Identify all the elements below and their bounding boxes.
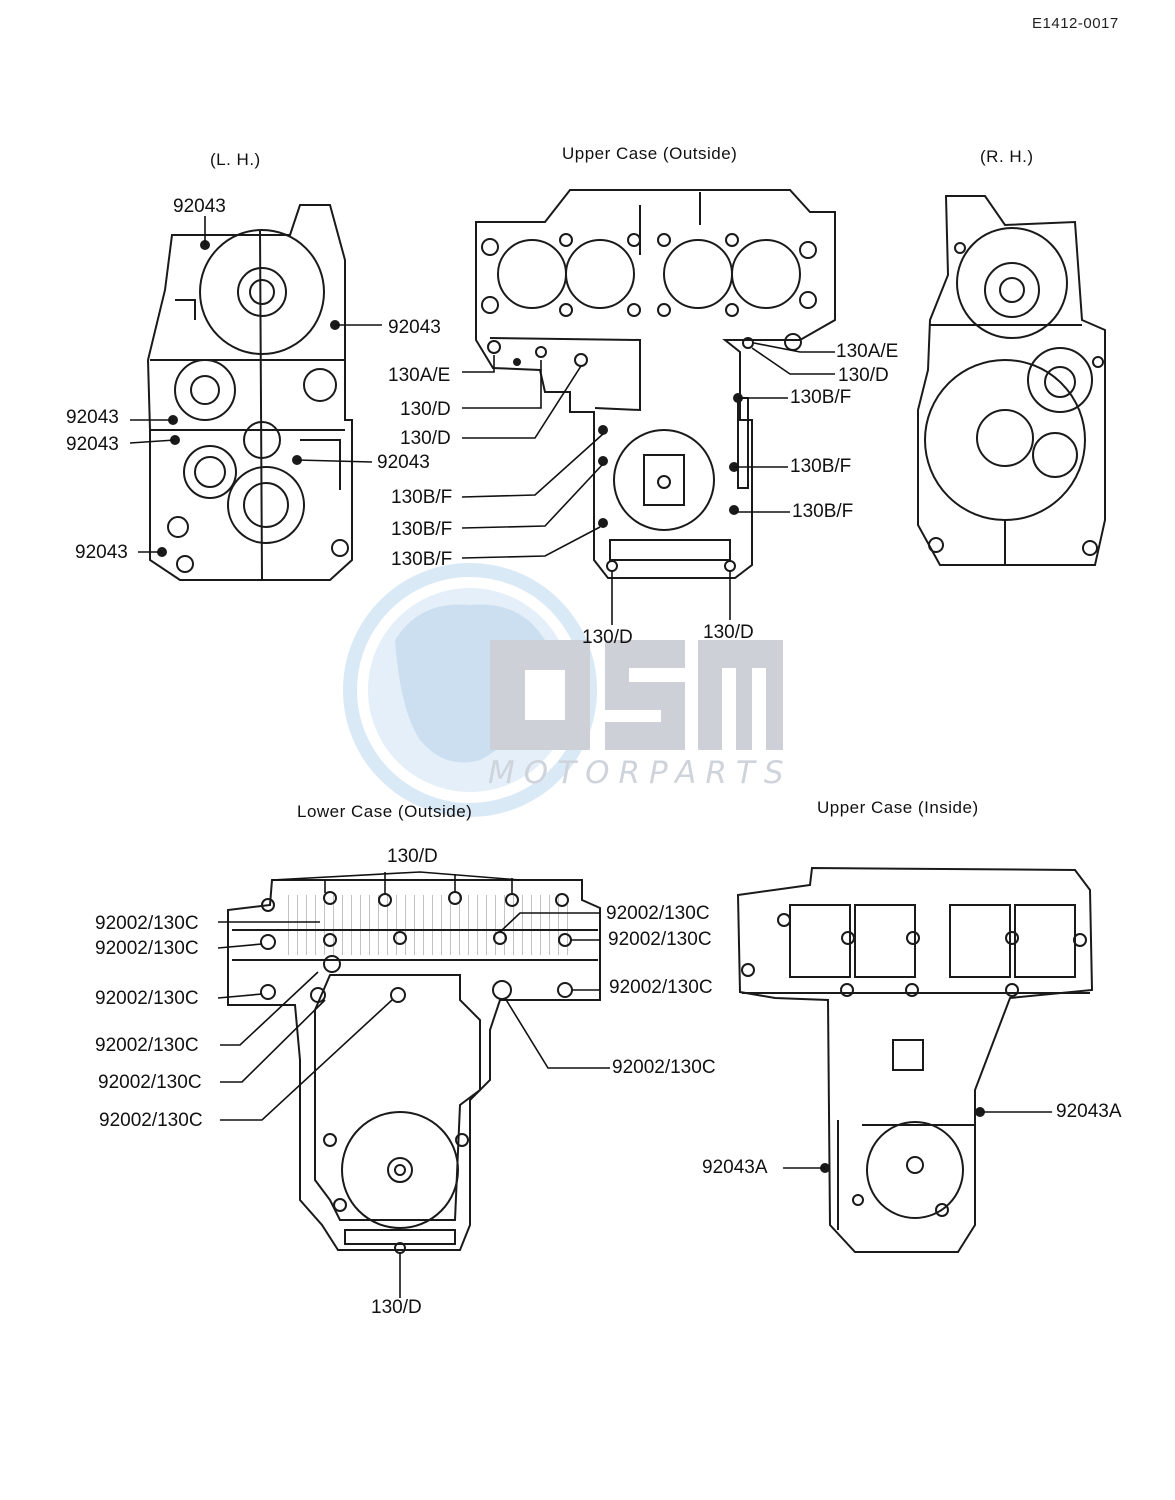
upper-inside-leader-lines [783,1111,1052,1169]
callout-lo-8: 92002/130C [606,903,710,924]
title-lh: (L. H.) [210,150,261,169]
callout-uo-6: 130B/F [391,549,453,570]
callout-uo-8: 130/D [838,365,889,386]
title-upper-inside: Upper Case (Inside) [817,798,979,817]
callout-lo-5: 92002/130C [95,1035,199,1056]
callout-lh-6: 92043 [75,542,128,563]
watermark-text: MOTORPARTS [488,755,793,791]
callout-uo-10: 130B/F [790,456,852,477]
callout-uo-4: 130B/F [391,487,453,508]
watermark-logo [343,563,783,817]
callout-uo-9: 130B/F [790,387,852,408]
callout-lo-4: 92002/130C [95,988,199,1009]
callout-lo-10: 92002/130C [609,977,713,998]
callout-lh-3: 92043 [66,407,119,428]
callout-uo-11: 130B/F [792,501,854,522]
callout-uo-2: 130/D [400,399,451,420]
callout-lo-9: 92002/130C [608,929,712,950]
callout-uo-5: 130B/F [391,519,453,540]
lower-outside-leader-lines [217,871,610,1298]
callout-lo-7: 92002/130C [99,1110,203,1131]
title-lower-outside: Lower Case (Outside) [297,802,473,821]
callout-lh-2: 92043 [388,317,441,338]
lh-leader-lines [129,216,382,553]
upper-outside-case-drawing [475,189,836,579]
callout-ui-1: 92043A [1056,1101,1122,1122]
rh-case-drawing [917,195,1106,566]
callout-lh-1: 92043 [173,196,226,217]
lh-case-drawing [146,204,353,581]
callout-uo-3: 130/D [400,428,451,449]
callout-lh-4: 92043 [66,434,119,455]
diagram-code: E1412-0017 [1032,15,1119,32]
callout-lo-11: 92002/130C [612,1057,716,1078]
title-rh: (R. H.) [980,147,1034,166]
callout-uo-13: 130/D [703,622,754,643]
callout-lo-1: 130/D [387,846,438,867]
callout-uo-12: 130/D [582,627,633,648]
lower-outside-case-drawing [227,879,601,1254]
callout-uo-7: 130A/E [836,341,899,362]
callout-ui-2: 92043A [702,1157,768,1178]
callout-uo-1: 130A/E [388,365,451,386]
callout-lo-12: 130/D [371,1297,422,1318]
callout-lo-2: 92002/130C [95,913,199,934]
callout-lo-3: 92002/130C [95,938,199,959]
title-upper-outside: Upper Case (Outside) [562,144,738,163]
upper-outside-leader-lines [461,342,835,625]
callout-lh-5: 92043 [377,452,430,473]
callout-lo-6: 92002/130C [98,1072,202,1093]
upper-inside-case-drawing [736,866,1094,1253]
